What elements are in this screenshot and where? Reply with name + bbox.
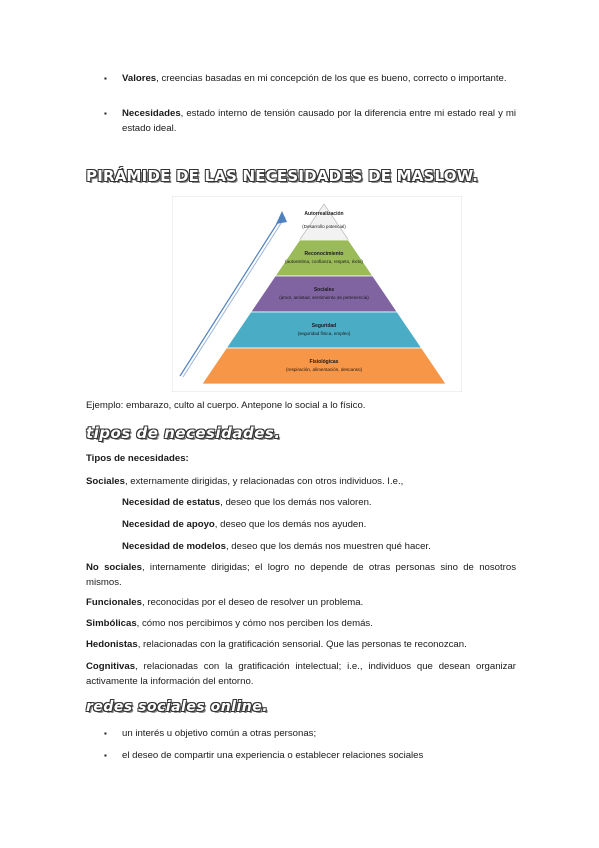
text-apoyo: , deseo que los demás nos ayuden.: [214, 519, 367, 530]
bullet-marker: ▪: [104, 109, 107, 118]
bullet-interes: un interés u objetivo común a otras pers…: [122, 728, 317, 739]
bullet-marker: ▪: [104, 751, 107, 760]
para-sociales: Sociales, externamente dirigidas, y rela…: [86, 474, 516, 489]
bullet-necesidades: Necesidades, estado interno de tensión c…: [122, 106, 516, 136]
text-hedonistas: , relacionadas con la gratificación sens…: [137, 639, 467, 650]
pyramid-level-desc: (autoestima, confianza, respeto, éxito): [285, 259, 363, 264]
text-simbolicas: , cómo nos percibimos y cómo nos percibe…: [136, 618, 373, 629]
pyramid-level-5: [201, 347, 447, 385]
term-sociales: Sociales: [86, 476, 125, 487]
pyramid-level-title: Seguridad: [312, 323, 336, 329]
term-hedonistas: Hedonistas: [86, 639, 138, 650]
bullet-marker: ▪: [104, 74, 107, 83]
pyramid-level-desc: (seguridad física, empleo): [298, 331, 351, 336]
para-hedonistas: Hedonistas, relacionadas con la gratific…: [86, 637, 516, 652]
para-funcionales: Funcionales, reconocidas por el deseo de…: [86, 595, 516, 610]
bullet-marker: ▪: [104, 729, 107, 738]
pyramid-level-desc: (respiración, alimentación, descanso): [286, 367, 363, 372]
pyramid-level-4: [225, 311, 423, 349]
pyramid-level-desc: (amor, amistad, sentimiento de pertenenc…: [279, 295, 369, 300]
text-estatus: , deseo que los demás nos valoren.: [220, 497, 372, 508]
text-valores: , creencias basadas en mi concepción de …: [156, 73, 507, 84]
pyramid-level-3: [250, 275, 398, 313]
text-necesidades: , estado interno de tensión causado por …: [122, 108, 516, 134]
pyramid-level-title: Autorrealización: [304, 211, 343, 217]
para-estatus: Necesidad de estatus, deseo que los demá…: [122, 495, 516, 510]
para-cognitivas: Cognitivas, relacionadas con la gratific…: [86, 659, 516, 689]
maslow-pyramid: Autorrealización (Desarrollo potencial) Re…: [172, 196, 462, 392]
tipos-label: Tipos de necesidades:: [86, 453, 189, 464]
heading-redes: redes sociales online.: [86, 699, 269, 715]
term-necesidades: Necesidades: [122, 108, 181, 119]
text-funcionales: , reconocidas por el deseo de resolver u…: [141, 597, 364, 608]
example-line: Ejemplo: embarazo, culto al cuerpo. Ante…: [86, 400, 366, 411]
bullet-valores: Valores, creencias basadas en mi concepc…: [122, 71, 516, 86]
term-funcionales: Funcionales: [86, 597, 142, 608]
pyramid-level-desc: (Desarrollo potencial): [302, 224, 346, 229]
para-apoyo: Necesidad de apoyo, deseo que los demás …: [122, 517, 516, 532]
term-no-sociales: No sociales: [86, 562, 142, 573]
text-cognitivas: , relacionadas con la gratificación inte…: [86, 661, 516, 687]
term-cognitivas: Cognitivas: [86, 661, 136, 672]
text-sociales: , externamente dirigidas, y relacionadas…: [124, 476, 404, 487]
term-apoyo: Necesidad de apoyo: [122, 519, 215, 530]
heading-tipos: tipos de necesidades.: [86, 424, 281, 442]
growth-arrow-head: [276, 211, 287, 224]
para-simbolicas: Simbólicas, cómo nos percibimos y cómo n…: [86, 616, 516, 631]
term-modelos: Necesidad de modelos: [122, 541, 226, 552]
term-simbolicas: Simbólicas: [86, 618, 137, 629]
text-modelos: , deseo que los demás nos muestren qué h…: [225, 541, 431, 552]
pyramid-level-title: Reconocimiento: [305, 251, 344, 257]
para-modelos: Necesidad de modelos, deseo que los demá…: [122, 539, 516, 554]
growth-arrow: [179, 215, 283, 377]
pyramid-level-title: Fisiológicas: [310, 359, 339, 365]
growth-arrow-shadow: [182, 216, 286, 378]
para-no-sociales: No sociales, internamente dirigidas; el …: [86, 560, 516, 590]
heading-maslow: PIRÁMIDE DE LAS NECESIDADES DE MASLOW.: [86, 167, 479, 185]
term-valores: Valores: [122, 73, 157, 84]
pyramid-level-title: Sociales: [314, 287, 335, 293]
bullet-compartir: el deseo de compartir una experiencia o …: [122, 750, 424, 761]
text-no-sociales: , internamente dirigidas; el logro no de…: [86, 562, 516, 588]
term-estatus: Necesidad de estatus: [122, 497, 221, 508]
